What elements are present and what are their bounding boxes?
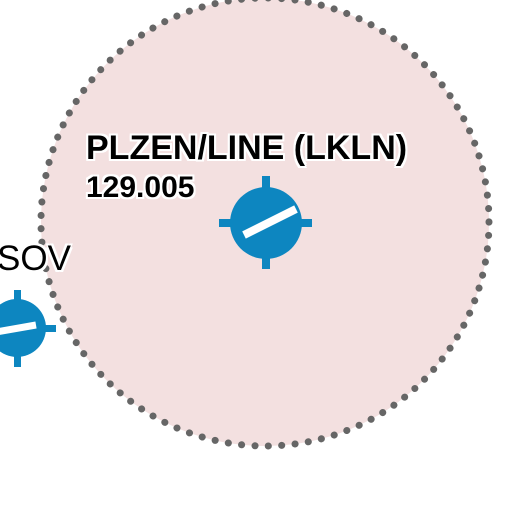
neighbor-airport-icon[interactable] [0, 290, 56, 367]
airport-frequency-label: 129.005 [86, 171, 195, 204]
neighbor-airport-label[interactable]: SOV [0, 239, 71, 278]
airport-name-label[interactable]: PLZEN/LINE (LKLN) [86, 129, 408, 167]
airport-icon[interactable] [219, 176, 312, 269]
neighbor-runway-mark [0, 321, 37, 335]
runway-mark [242, 205, 298, 239]
